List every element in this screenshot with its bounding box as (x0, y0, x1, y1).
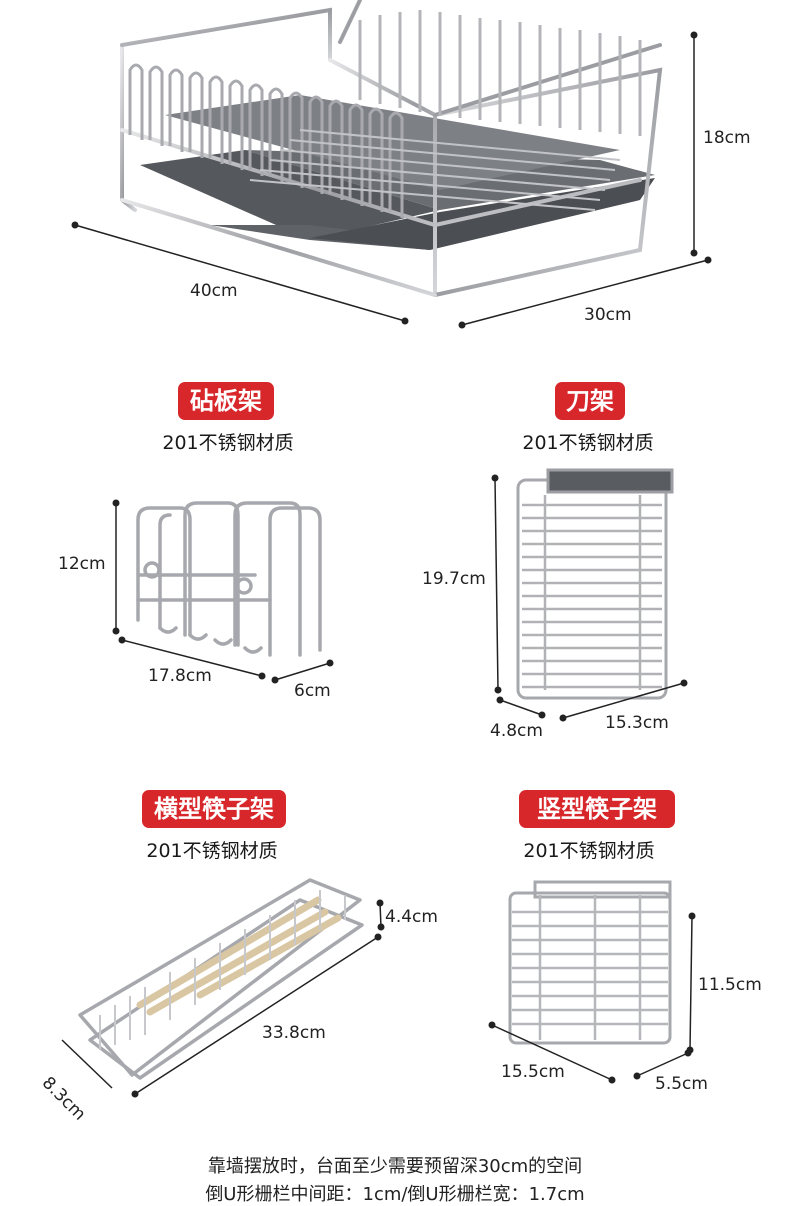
product-material: 201不锈钢材质 (162, 432, 294, 454)
dish-rack-illustration (71, 0, 712, 329)
knife-holder-height-label: 19.7cm (422, 569, 486, 589)
chopstick-rack-h-length-label: 33.8cm (262, 1023, 326, 1043)
chopstick-rack-v-width-label: 15.5cm (501, 1062, 565, 1082)
cutting-rack-height-label: 12cm (58, 554, 106, 574)
knife-holder-depth-label: 4.8cm (490, 721, 543, 741)
fence-spacing-note: 倒U形栅栏中间距：1cm/倒U形栅栏宽：1.7cm (205, 1184, 585, 1205)
knife-holder-width-label: 15.3cm (605, 713, 669, 733)
placement-note: 靠墙摆放时，台面至少需要预留深30cm的空间 (207, 1156, 583, 1177)
product-title-badge: 竖型筷子架 (519, 790, 675, 828)
product-title-badge: 横型筷子架 (142, 790, 286, 828)
chopstick-rack-h-height-label: 4.4cm (385, 907, 438, 927)
product-material: 201不锈钢材质 (146, 840, 278, 862)
rack-height-label: 18cm (703, 128, 751, 148)
rack-width-label: 40cm (190, 281, 238, 301)
cutting-rack-depth-label: 6cm (294, 681, 331, 701)
product-title-badge: 砧板架 (178, 382, 274, 420)
product-title-badge: 刀架 (555, 382, 625, 420)
chopstick-rack-v-height-label: 11.5cm (698, 975, 762, 995)
product-material: 201不锈钢材质 (523, 840, 655, 862)
rack-depth-label: 30cm (584, 305, 632, 325)
cutting-rack-width-label: 17.8cm (148, 666, 212, 686)
chopstick-rack-v-depth-label: 5.5cm (655, 1074, 708, 1094)
product-material: 201不锈钢材质 (522, 432, 654, 454)
